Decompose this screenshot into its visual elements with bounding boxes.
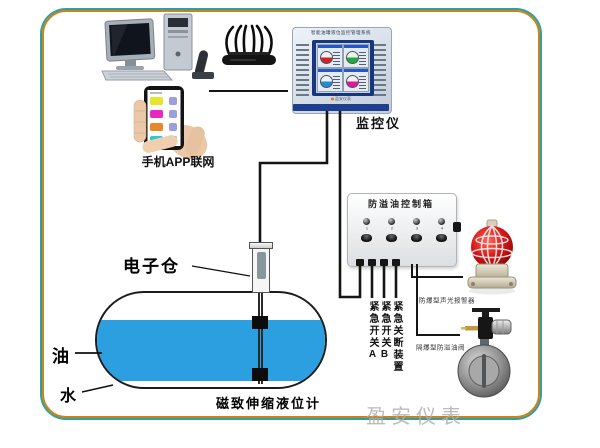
monitor-screen (316, 43, 370, 93)
desktop-computer-icon (101, 13, 214, 81)
switch-knob-4 (436, 234, 447, 242)
control-box-side-tab (453, 222, 461, 232)
border-frame (42, 10, 540, 418)
router-icon (222, 24, 276, 65)
logo-dot-icon (331, 97, 334, 101)
phone-in-hand-icon (133, 86, 208, 159)
tank-gauge-2 (346, 51, 359, 64)
level-float-lower (252, 368, 268, 381)
oil-tank (95, 291, 327, 389)
cable-gland-2 (368, 259, 376, 266)
switch-knob-3 (411, 234, 422, 242)
tank-panel-3 (317, 68, 343, 92)
valve-icon (457, 308, 512, 398)
oil-label: 油 (52, 347, 69, 366)
alarm-beacon-icon (467, 219, 517, 295)
monitor-caption: 监控仪 (356, 116, 402, 131)
alarm-label: 防爆型声光报警器 (419, 296, 476, 305)
led-indicator-3 (413, 218, 420, 225)
tank-panel-1 (317, 44, 343, 68)
probe-rod (258, 293, 263, 384)
monitor-logo: 盈安仪表 (311, 96, 371, 102)
channel-number-4: 4 (440, 226, 444, 231)
cable-gland-4 (392, 259, 400, 266)
tank-gauge-4 (346, 75, 359, 88)
channel-number-1: 1 (365, 226, 369, 231)
level-float-upper (252, 316, 268, 329)
electronics-core (257, 252, 266, 279)
led-indicator-4 (438, 218, 445, 225)
water-label: 水 (60, 388, 77, 405)
led-indicator-2 (388, 218, 395, 225)
watermark: 盈安仪表 (366, 406, 466, 428)
switch-knob-1 (361, 234, 372, 242)
led-indicator-1 (363, 218, 370, 225)
channel-number-3: 3 (415, 226, 419, 231)
cable-gland-1 (356, 259, 364, 266)
tank-gauge-3 (320, 75, 333, 88)
channel-number-2: 2 (390, 226, 394, 231)
tank-panel-2 (343, 44, 369, 68)
emergency-switch-a-label: 紧急开关A (367, 301, 378, 362)
control-box (347, 193, 457, 267)
switch-knob-2 (386, 234, 397, 242)
logo-text: 盈安仪表 (335, 96, 351, 102)
monitor-screen-title: 智能油罐液位监控管理系统 (310, 30, 371, 35)
electronics-label: 电子仓 (123, 257, 180, 276)
control-box-title: 防溢油控制箱 (367, 199, 434, 209)
emergency-switch-b-label: 紧急开关B (379, 301, 390, 362)
level-gauge-label: 磁致伸缩液位计 (216, 396, 322, 411)
tank-panel-4 (343, 68, 369, 92)
valve-label: 隔爆型防溢油阀 (416, 343, 466, 352)
phone-caption: 手机APP联网 (141, 155, 215, 169)
cable-gland-3 (380, 259, 388, 266)
tank-gauge-1 (320, 51, 333, 64)
heatsink-vent-left-icon (296, 44, 309, 96)
monitor-bottom-strip (293, 104, 389, 111)
heatsink-vent-right-icon (373, 44, 386, 96)
oil-liquid (97, 320, 325, 381)
emergency-shutoff-label: 紧急关断装置 (391, 301, 402, 373)
